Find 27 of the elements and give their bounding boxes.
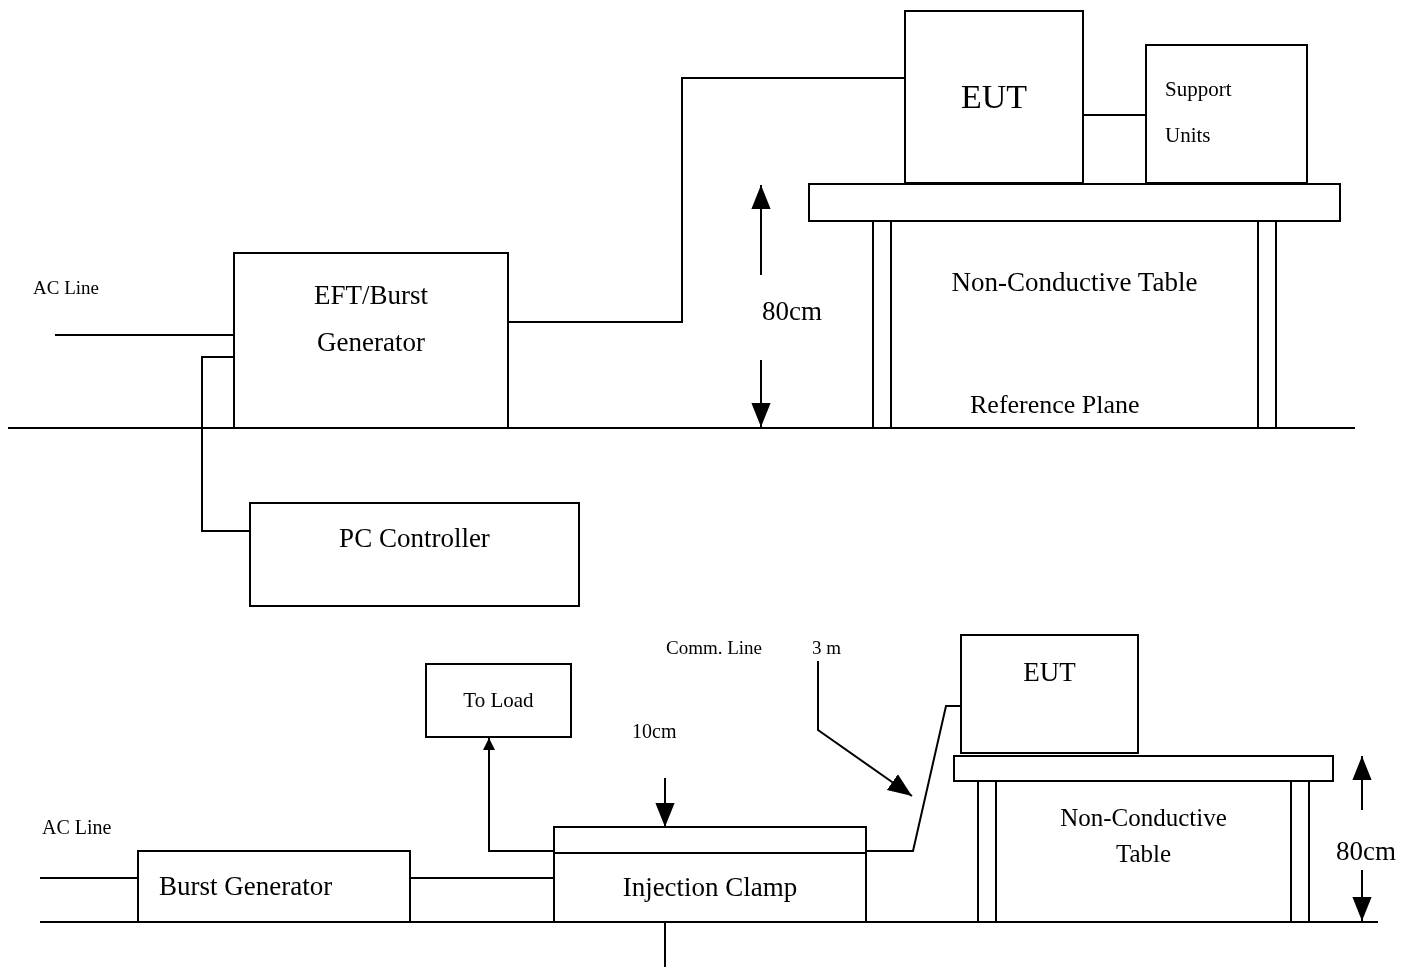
text-label: AC Line [42, 816, 112, 839]
table-label: Non-Conductive Table [951, 266, 1198, 299]
cable-line [39, 877, 138, 879]
equipment-box: EUT [904, 10, 1084, 184]
cable-line [866, 705, 961, 852]
equipment-box: PC Controller [249, 502, 580, 607]
cable-line [54, 334, 234, 336]
arrow [483, 737, 554, 852]
cable-line [410, 877, 554, 879]
text-label: AC Line [33, 277, 99, 299]
cable-line [1083, 114, 1146, 116]
text-label: Comm. Line [666, 637, 763, 659]
text-label: Reference Plane [970, 390, 1140, 420]
table-label: Non-Conductive Table [1059, 803, 1228, 870]
equipment-box: EUT [960, 634, 1139, 754]
length-label: 3 m [812, 637, 842, 659]
equipment-box: To Load [425, 663, 572, 738]
text-label: 80cm [762, 296, 822, 327]
equipment-box: Burst Generator [137, 850, 411, 923]
cable-line [508, 77, 905, 323]
equipment-box: EFT/Burst Generator [233, 252, 509, 429]
cable-line [201, 356, 250, 532]
text-label: 80cm [1336, 836, 1396, 867]
equipment-box: Support Units [1145, 44, 1308, 184]
text-label: 10cm [632, 720, 677, 743]
leader-line [817, 660, 913, 797]
equipment-box: Injection Clamp [553, 826, 867, 923]
